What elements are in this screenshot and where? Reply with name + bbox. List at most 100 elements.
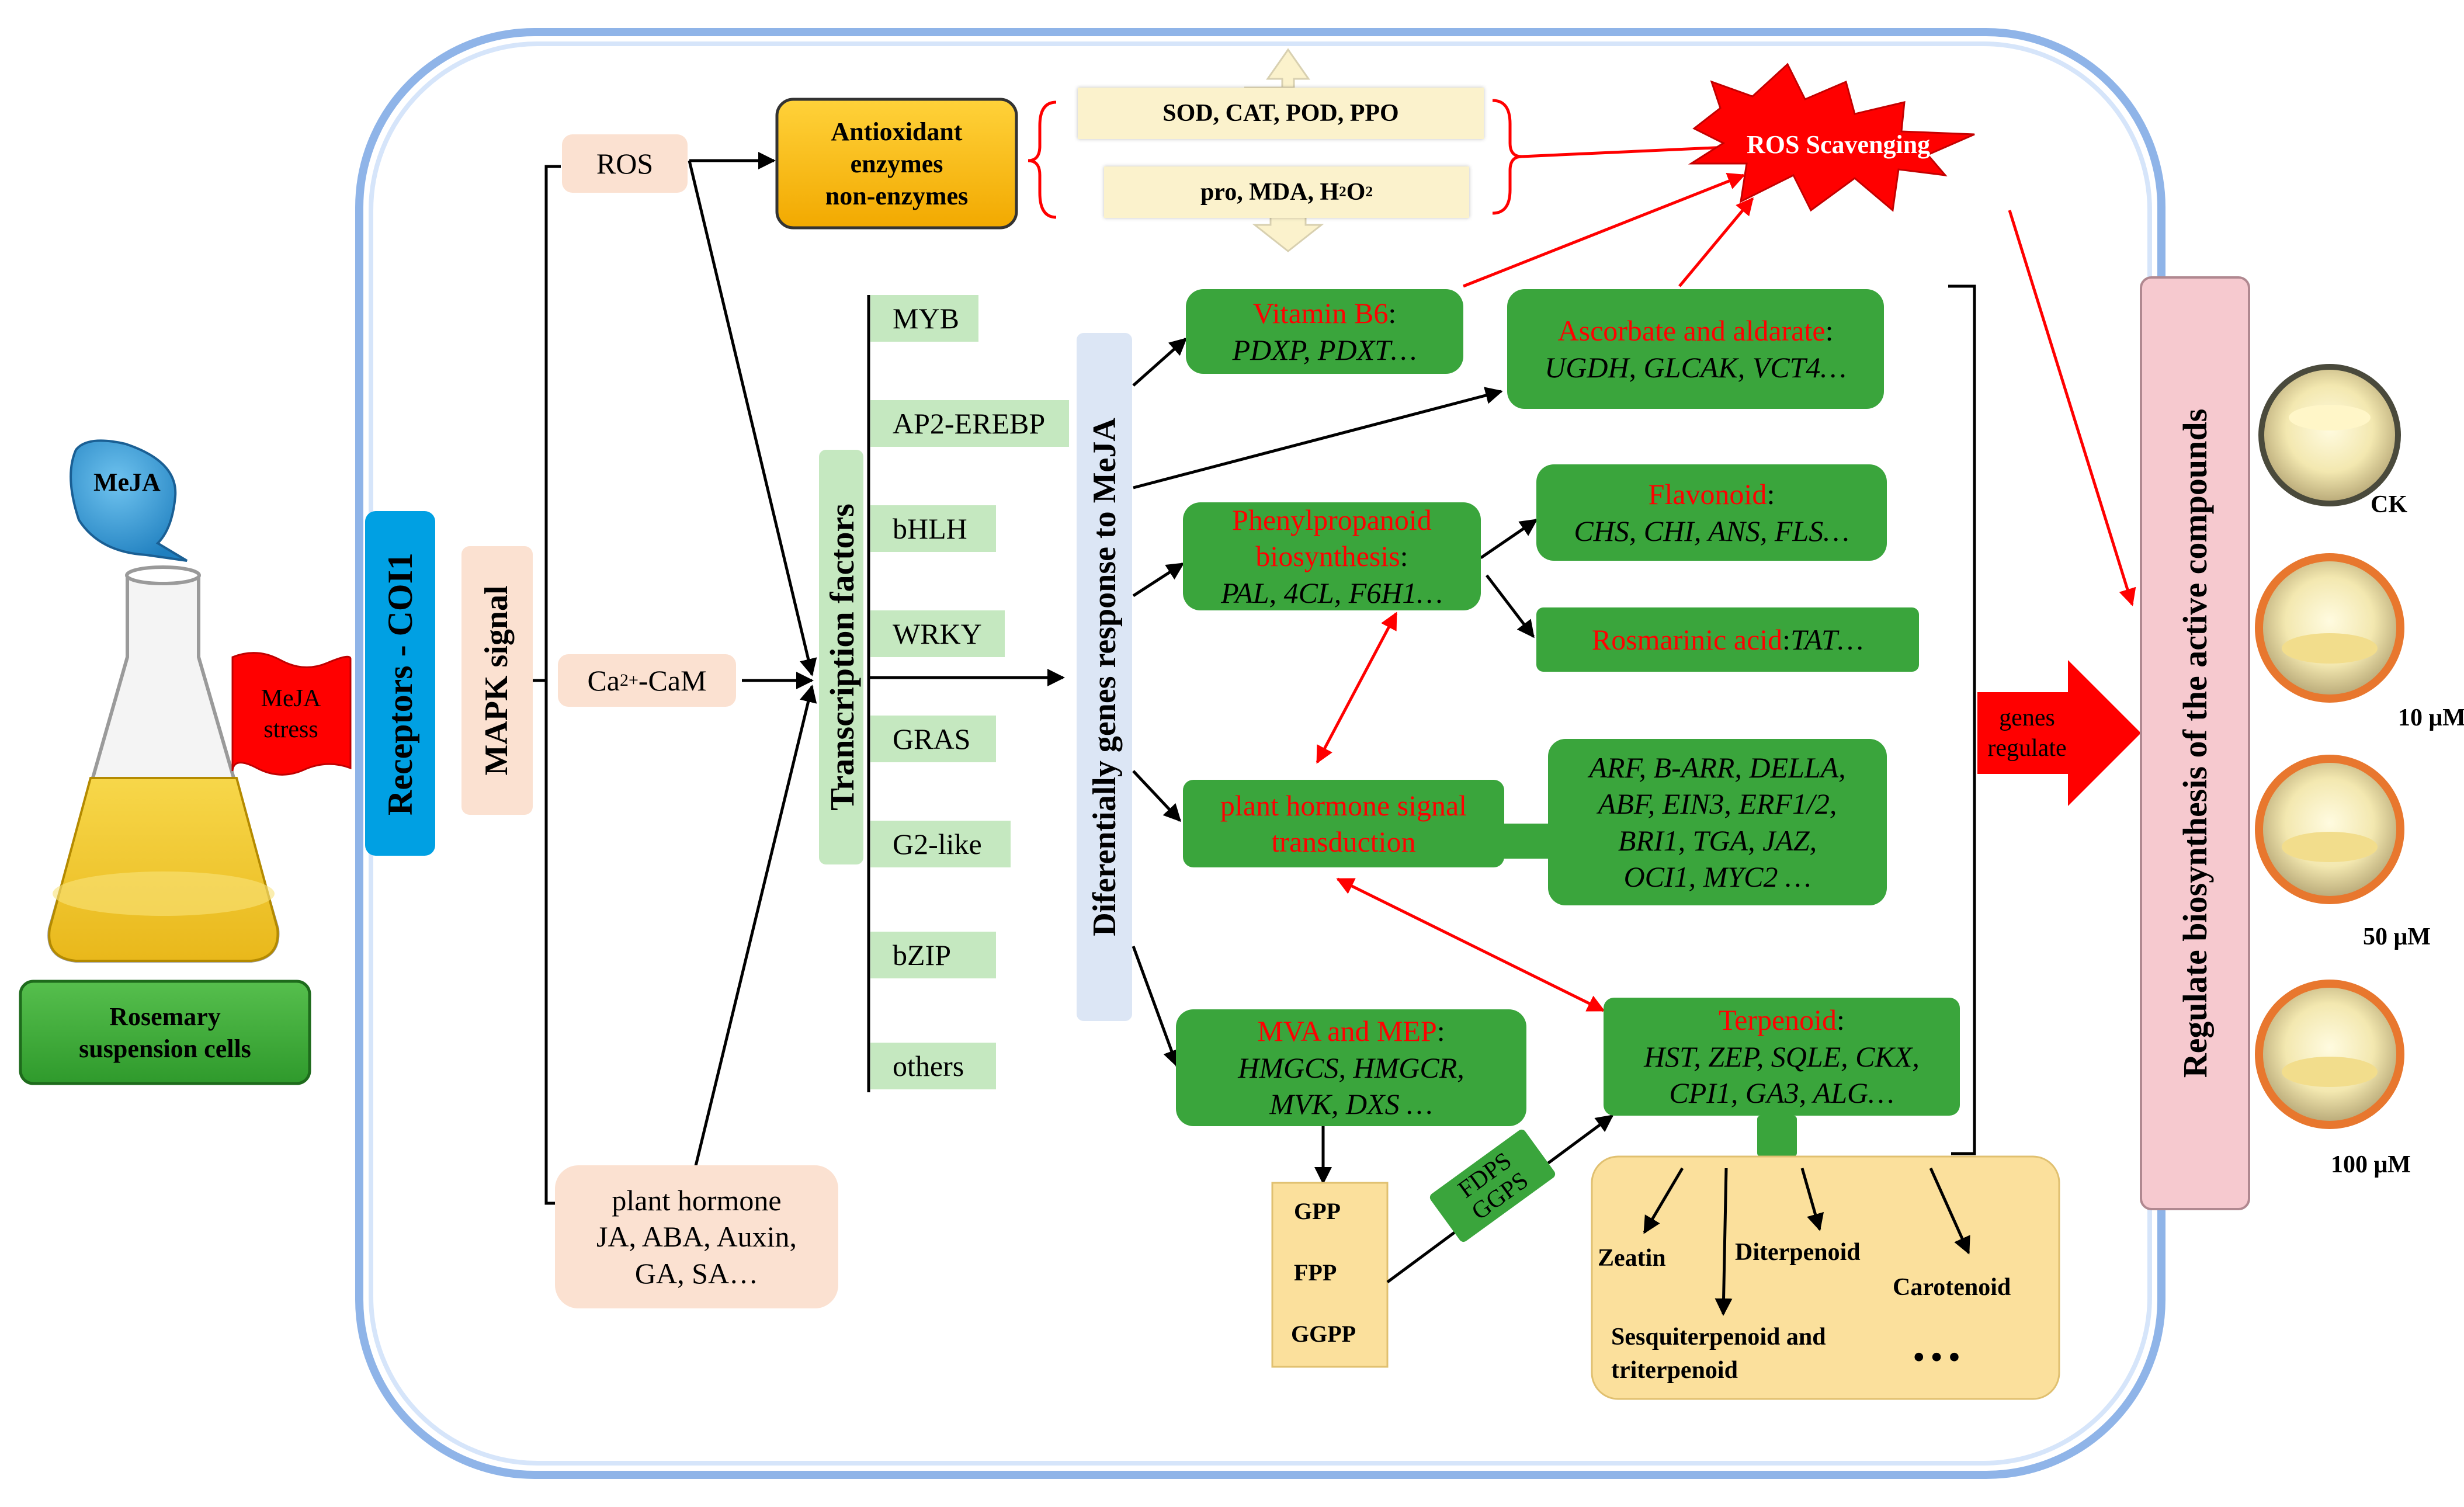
tf-item: bZIP xyxy=(870,932,996,978)
cam-text: -CaM xyxy=(638,664,707,697)
vitamin-b6-box: Vitamin B6: PDXP, PDXT… xyxy=(1186,289,1463,374)
regulate-label: Regulate biosynthesis of the active comp… xyxy=(2176,408,2214,1078)
hormone-genes-box: ARF, B-ARR, DELLA, ABF, EIN3, ERF1/2, BR… xyxy=(1548,739,1887,905)
ca-text: Ca xyxy=(587,664,620,697)
product-more: … xyxy=(1910,1314,1963,1372)
tf-item: G2-like xyxy=(870,821,1011,867)
tf-item: WRKY xyxy=(870,610,1005,657)
terpenoid-genes-2: CPI1, GA3, ALG… xyxy=(1669,1077,1894,1110)
regulate-panel xyxy=(2140,276,2250,1210)
antioxidant-line-2: enzymes xyxy=(850,149,943,178)
suspension-cells-box xyxy=(19,980,311,1085)
receptors-box xyxy=(365,511,435,856)
deg-box xyxy=(1077,333,1132,1021)
precursor-fpp: FPP xyxy=(1294,1259,1337,1286)
mva-mep-box: MVA and MEP: HMGCS, HMGCR, MVK, DXS … xyxy=(1176,1009,1526,1126)
vitb6-title: Vitamin B6 xyxy=(1252,297,1389,329)
mapk-label: MAPK signal xyxy=(478,585,515,776)
phenyl-title-2: biosynthesis xyxy=(1255,540,1400,573)
ascorbate-sep: : xyxy=(1825,314,1834,347)
mva-genes-2: MVK, DXS … xyxy=(1269,1088,1433,1121)
genes-regulate-line-2: regulate xyxy=(1987,735,2067,762)
genes-regulate-label: genes regulate xyxy=(1977,692,2077,774)
rosmarinic-title: Rosmarinic acid xyxy=(1591,623,1783,656)
product-sesqui-2: triterpenoid xyxy=(1611,1357,1738,1384)
antioxidant-line-3: non-enzymes xyxy=(825,181,969,210)
meja-drop-icon xyxy=(70,439,188,562)
deg-label: Diferentially genes response to MeJA xyxy=(1087,418,1123,936)
nonenzymes-text: pro, MDA, H xyxy=(1200,178,1339,206)
terpenoid-title: Terpenoid xyxy=(1719,1003,1837,1037)
tf-label: Transcription factors xyxy=(823,504,861,811)
rosmarinic-sep: : xyxy=(1782,623,1791,656)
tf-item: MYB xyxy=(870,295,978,342)
terpenoid-sep: : xyxy=(1837,1003,1845,1037)
precursor-box xyxy=(1271,1182,1389,1368)
hormone-genes-line-3: BRI1, TGA, JAZ, xyxy=(1618,824,1817,857)
antioxidant-label: Antioxidant enzymes non-enzymes xyxy=(777,99,1016,228)
suspension-cells-label: Rosemary suspension cells xyxy=(20,981,310,1084)
culture-photos xyxy=(2255,364,2404,1129)
phenyl-genes: PAL, 4CL, F6H1… xyxy=(1221,576,1443,609)
genes-regulate-line-1: genes xyxy=(1999,704,2055,731)
hormone-genes-line-2: ABF, EIN3, ERF1/2, xyxy=(1598,787,1837,820)
ca-sup: 2+ xyxy=(619,671,638,690)
ascorbate-title: Ascorbate and aldarate xyxy=(1557,314,1826,347)
ros-scavenging-label: ROS Scavenging xyxy=(1747,130,1931,159)
precursor-ggpp: GGPP xyxy=(1291,1321,1356,1347)
o2-sub: 2 xyxy=(1365,184,1373,200)
genes-regulate-arrow xyxy=(1977,660,2141,806)
vitb6-sep: : xyxy=(1388,297,1397,329)
meja-drop-label: MeJA xyxy=(93,468,161,496)
terpenoid-box: Terpenoid: HST, ZEP, SQLE, CKX, CPI1, GA… xyxy=(1604,998,1960,1116)
ros-box: ROS xyxy=(562,134,688,193)
antioxidant-box xyxy=(775,98,1018,230)
tf-item: AP2-EREBP xyxy=(870,400,1069,447)
flavonoid-title: Flavonoid xyxy=(1648,478,1767,511)
stress-line-2: stress xyxy=(263,716,318,743)
mapk-box xyxy=(461,546,533,815)
cells-line-2: suspension cells xyxy=(79,1034,251,1063)
hormone-signal-title-1: plant hormone signal xyxy=(1220,789,1467,822)
meja-stress-label: MeJA stress xyxy=(232,666,349,762)
product-sesqui-1: Sesquiterpenoid and xyxy=(1611,1324,1826,1350)
flask-icon xyxy=(47,565,280,963)
rosmarinic-box: Rosmarinic acid:TAT… xyxy=(1536,607,1919,672)
enzymes-box: SOD, CAT, POD, PPO xyxy=(1078,88,1484,139)
hormone-line-2: JA, ABA, Auxin, xyxy=(596,1220,797,1253)
mva-title: MVA and MEP xyxy=(1257,1015,1437,1048)
flavonoid-sep: : xyxy=(1767,478,1775,511)
tf-item: bHLH xyxy=(870,505,996,552)
antioxidant-line-1: Antioxidant xyxy=(831,117,963,146)
phenylpropanoid-box: Phenylpropanoid biosynthesis: PAL, 4CL, … xyxy=(1183,502,1481,610)
ascorbate-box: Ascorbate and aldarate: UGDH, GLCAK, VCT… xyxy=(1507,289,1884,409)
product-diterpenoid: Diterpenoid xyxy=(1735,1239,1861,1266)
hormone-genes-line-4: OCI1, MYC2 … xyxy=(1623,860,1811,893)
tf-label-box xyxy=(819,450,863,864)
product-zeatin: Zeatin xyxy=(1598,1245,1666,1272)
treatment-ck: CK xyxy=(2371,491,2407,518)
meja-stress-flag-icon xyxy=(231,652,352,776)
vitb6-genes: PDXP, PDXT… xyxy=(1232,333,1417,366)
phenyl-sep: : xyxy=(1400,540,1408,573)
product-carotenoid: Carotenoid xyxy=(1893,1274,2011,1301)
ascorbate-genes: UGDH, GLCAK, VCT4… xyxy=(1545,350,1847,384)
treatment-10: 10 μM xyxy=(2398,704,2464,731)
mva-sep: : xyxy=(1436,1015,1445,1048)
hormone-signal-box: plant hormone signal transduction xyxy=(1183,780,1504,867)
up-arrow-icon xyxy=(1244,48,1310,89)
hormone-signal-title-2: transduction xyxy=(1271,825,1416,858)
flavonoid-box: Flavonoid: CHS, CHI, ANS, FLS… xyxy=(1536,464,1887,561)
tf-item: GRAS xyxy=(870,716,996,762)
rosmarinic-genes: TAT… xyxy=(1790,623,1864,656)
receptors-label: Receptors - COI1 xyxy=(380,553,419,815)
cells-line-1: Rosemary xyxy=(109,1002,221,1031)
treatment-50: 50 μM xyxy=(2363,923,2431,950)
mva-genes-1: HMGCS, HMGCR, xyxy=(1238,1051,1464,1084)
precursor-gpp: GPP xyxy=(1294,1198,1341,1224)
hormone-genes-line-1: ARF, B-ARR, DELLA, xyxy=(1589,751,1846,784)
